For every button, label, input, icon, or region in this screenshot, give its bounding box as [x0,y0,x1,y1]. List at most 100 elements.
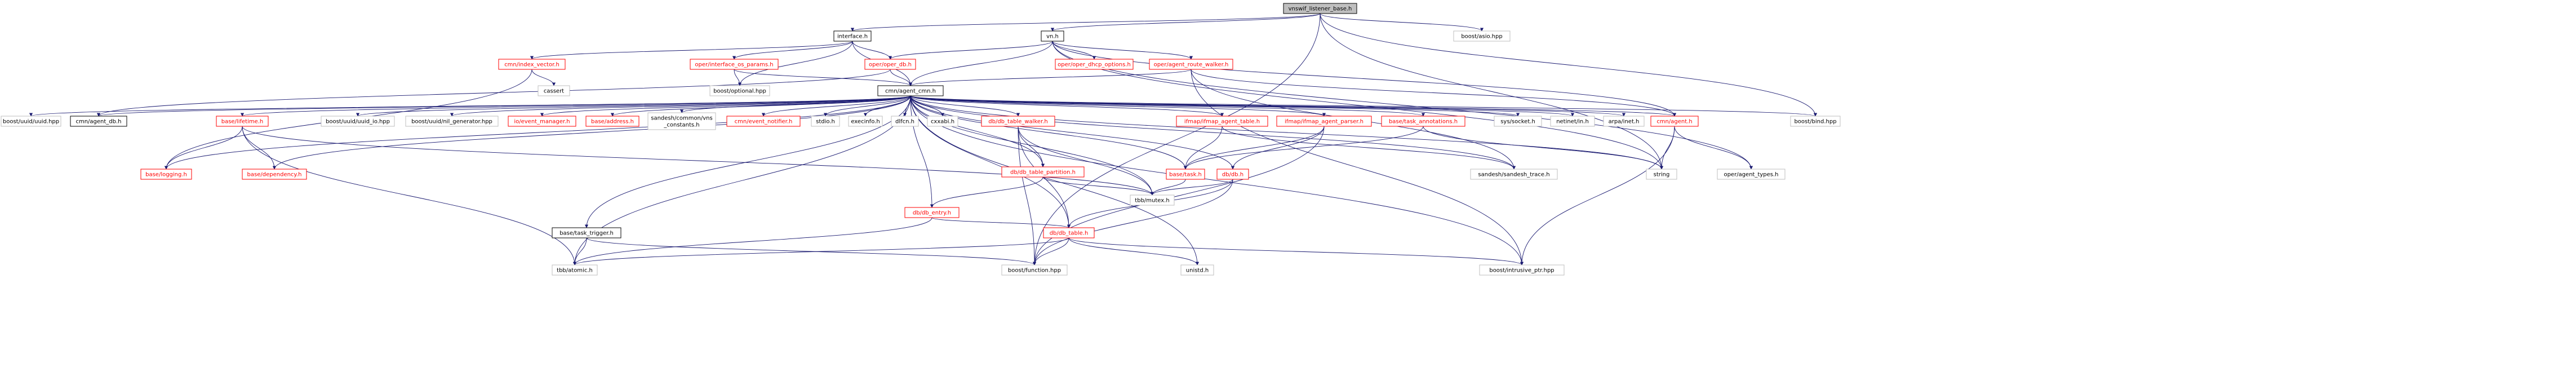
node-label: execinfo.h [851,119,880,125]
node-box [1130,194,1175,206]
edge-cmn_agent_cmn-to-boost_uuid_nil_generator [450,95,911,117]
edge-cmn_agent_cmn-to-string [910,95,1664,170]
node-label: db/db.h [1222,172,1243,178]
node-label: tbb/atomic.h [557,268,593,274]
node-box [1479,264,1565,276]
edge-vnswif_listener_base-to-string [1320,13,1664,170]
node-base-task-annotations[interactable]: base/task_annotations.h [1381,116,1465,127]
node-boost-function: boost/function.hpp [1001,264,1068,276]
node-label: oper/oper_db.h [869,62,912,68]
node-box [242,169,307,180]
node-label: boost/uuid/nil_generator.hpp [411,119,492,125]
edge-db_db_table-to-unistd [1068,237,1200,266]
node-dlfcn: dlfcn.h [891,116,919,127]
node-box [1603,116,1645,127]
node-box [498,59,566,70]
edge-cmn_agent-to-oper_agent_types [1674,126,1753,170]
node-netinet-in: netinet/in.h [1550,116,1595,127]
edge-oper_agent_route_walker-to-cmn_agent [1191,69,1677,117]
edge-cmn_agent_cmn-to-arpa_inet [910,95,1625,117]
node-label: cassert [544,89,564,95]
node-boost-uuid-uuid: boost/uuid/uuid.hpp [1,116,61,127]
node-boost-bind: boost/bind.hpp [1790,116,1841,127]
edge-db_db_table-to-tbb_atomic [573,237,1069,266]
edge-interface-to-cmn_index_vector [530,41,853,60]
node-label: base/task.h [1169,172,1202,178]
node-box [538,85,570,96]
node-base-address[interactable]: base/address.h [585,116,639,127]
edge-cmn_index_vector-to-cassert [531,69,556,86]
edge-ifmap_ifmap_agent_table-to-sandesh_sandesh_trace [1222,126,1516,170]
node-box [405,116,499,127]
node-vn[interactable]: vn.h [1041,30,1064,42]
node-base-dependency[interactable]: base/dependency.h [242,169,307,180]
node-label: cmn/agent.h [1656,119,1692,125]
edge-vn-to-cmn_agent [1052,41,1677,117]
node-vnswif-listener-base: vnswif_listener_base.h [1283,3,1357,14]
node-base-task[interactable]: base/task.h [1166,169,1205,180]
node-label: ifmap/ifmap_agent_parser.h [1285,119,1363,125]
edge-vn-to-cmn_agent_cmn [908,41,1053,86]
node-db-db-table[interactable]: db/db_table.h [1043,227,1095,238]
edge-base_task_trigger-to-boost_function [586,237,1036,266]
edge-base_task_annotations-to-string [1423,126,1664,170]
node-box [1494,116,1542,127]
node-box [1453,30,1511,42]
edge-vnswif_listener_base-to-boost_bind [1320,13,1818,117]
node-oper-oper-db[interactable]: oper/oper_db.h [864,59,916,70]
node-oper-oper-dhcp-options[interactable]: oper/oper_dhcp_options.h [1055,59,1134,70]
node-db-db-table-walker[interactable]: db/db_table_walker.h [981,116,1055,127]
edge-cmn_agent_cmn-to-boost_intrusive_ptr [910,95,1524,266]
node-io-event-manager[interactable]: io/event_manager.h [508,116,576,127]
node-stdio: stdio.h [811,116,840,127]
node-box [726,116,801,127]
edge-cmn_agent_cmn-to-cmn_event_notifier [761,95,911,117]
node-cmn-agent-db[interactable]: cmn/agent_db.h [70,116,127,127]
node-ifmap-ifmap-agent-table[interactable]: ifmap/ifmap_agent_table.h [1176,116,1268,127]
node-label: boost/asio.hpp [1461,34,1502,40]
node-box [904,207,960,218]
node-label: vn.h [1046,34,1059,40]
node-label: oper/oper_dhcp_options.h [1058,62,1131,68]
node-box [690,59,779,70]
node-cmn-index-vector[interactable]: cmn/index_vector.h [498,59,566,70]
node-base-task-trigger[interactable]: base/task_trigger.h [552,227,621,238]
node-label: base/logging.h [145,172,187,178]
node-db-db-entry[interactable]: db/db_entry.h [904,207,960,218]
node-label: sandesh/common/vns [651,116,712,122]
node-cmn-agent-cmn[interactable]: cmn/agent_cmn.h [877,85,944,96]
node-label: boost/uuid/uuid_io.hpp [326,119,390,125]
node-base-lifetime[interactable]: base/lifetime.h [216,116,269,127]
node-label: base/address.h [591,119,634,125]
edge-cmn_agent_cmn-to-boost_bind [910,95,1817,117]
edge-cmn_agent-to-string [1659,126,1675,170]
node-box [1180,264,1214,276]
node-cxxabi: cxxabi.h [927,116,958,127]
node-ifmap-ifmap-agent-parser[interactable]: ifmap/ifmap_agent_parser.h [1276,116,1372,127]
node-oper-interface-os-params[interactable]: oper/interface_os_params.h [690,59,779,70]
node-box [1216,169,1249,180]
node-label: db/db_table_partition.h [1010,170,1076,176]
node-label: unistd.h [1186,268,1209,274]
edge-vn-to-oper_agent_route_walker [1052,41,1193,60]
edge-cmn_agent_cmn-to-base_task [910,95,1188,170]
node-box [552,227,621,238]
node-label: _constants.h [663,122,699,129]
node-box [140,169,192,180]
edge-interface-to-boost_optional [738,41,853,86]
node-box [1646,169,1677,180]
node-label: vnswif_listener_base.h [1289,6,1352,12]
node-cmn-agent[interactable]: cmn/agent.h [1650,116,1699,127]
node-label: cmn/index_vector.h [504,62,559,68]
node-tbb-atomic: tbb/atomic.h [552,264,598,276]
node-oper-agent-route-walker[interactable]: oper/agent_route_walker.h [1149,59,1233,70]
node-db-db-table-partition[interactable]: db/db_table_partition.h [1001,166,1085,178]
node-base-logging[interactable]: base/logging.h [140,169,192,180]
edge-oper_agent_route_walker-to-boost_intrusive_ptr [1191,69,1524,266]
node-db-db[interactable]: db/db.h [1216,169,1249,180]
edge-db_db_table-to-boost_intrusive_ptr [1068,237,1524,266]
node-interface[interactable]: interface.h [833,30,872,42]
node-boost-uuid-nil-generator: boost/uuid/nil_generator.hpp [405,116,499,127]
node-cmn-event-notifier[interactable]: cmn/event_notifier.h [726,116,801,127]
edge-base_lifetime-to-tbb_atomic [242,126,577,266]
